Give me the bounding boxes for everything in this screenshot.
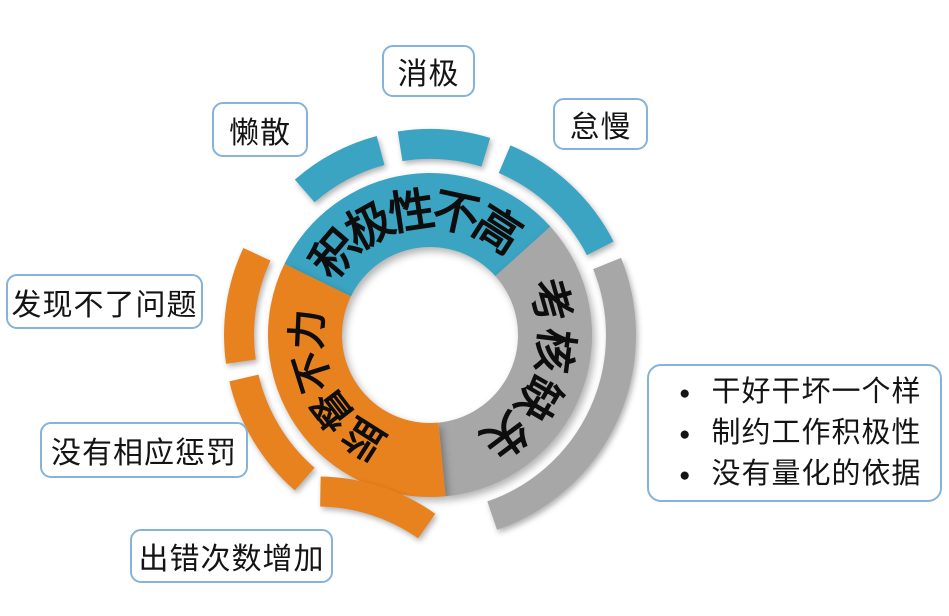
callout-no-punishment: 没有相应惩罚 [40, 422, 248, 478]
list-item: ● 没有量化的依据 [679, 454, 922, 495]
outer-arc-teal-left [294, 136, 385, 203]
list-item: ● 制约工作积极性 [679, 413, 922, 454]
callout-cannot-find-problems: 发现不了问题 [6, 274, 203, 329]
callout-cannot-find-problems-label: 发现不了问题 [11, 288, 198, 322]
callout-more-errors-label: 出错次数增加 [138, 543, 325, 576]
callout-slack-label: 怠慢 [569, 111, 632, 144]
bullet-icon: ● [679, 382, 692, 404]
assessment-point-2: 制约工作积极性 [711, 416, 922, 449]
callout-negative: 消极 [382, 45, 475, 97]
assessment-points-box: ● 干好干坏一个样 ● 制约工作积极性 ● 没有量化的依据 [647, 364, 942, 502]
outer-arc-orange-bottom [319, 476, 436, 539]
bullet-icon: ● [679, 423, 692, 445]
segment-motivation [284, 173, 551, 297]
segment-assessment [438, 226, 593, 497]
outer-arc-gray [487, 257, 636, 530]
callout-no-punishment-label: 没有相应惩罚 [51, 437, 237, 470]
callout-negative-label: 消极 [397, 58, 460, 91]
callout-more-errors: 出错次数增加 [130, 529, 333, 583]
list-item: ● 干好干坏一个样 [679, 372, 922, 413]
segment-supervision [267, 264, 446, 498]
callout-lazy-label: 懒散 [229, 116, 291, 150]
callout-lazy: 懒散 [212, 102, 308, 157]
outer-arc-orange-top [224, 247, 271, 364]
assessment-point-3: 没有量化的依据 [711, 457, 922, 490]
segment-label-assessment: 考核缺失 [472, 273, 582, 469]
callout-slack: 怠慢 [553, 98, 648, 150]
bullet-icon: ● [679, 464, 692, 486]
assessment-point-1: 干好干坏一个样 [711, 375, 922, 408]
outer-arc-teal-middle [397, 128, 491, 167]
outer-arc-teal-right [498, 145, 614, 256]
outer-arc-orange-middle [229, 374, 315, 491]
